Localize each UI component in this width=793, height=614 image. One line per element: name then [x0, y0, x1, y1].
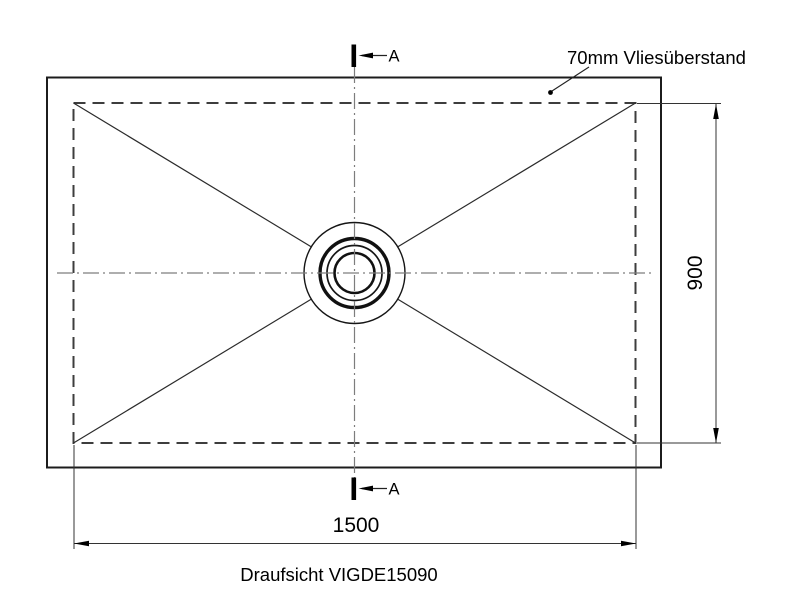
drawing-title: Draufsicht VIGDE15090 — [240, 564, 437, 585]
section-cut-bar-top — [351, 44, 357, 67]
dim-width-arrowhead-right — [621, 540, 636, 547]
section-label-bottom: A — [389, 481, 400, 499]
section-label-top: A — [389, 48, 400, 66]
callout-leader-dot — [548, 90, 553, 95]
section-cut-bar-bottom — [351, 477, 357, 500]
callout-leader-line — [551, 66, 590, 92]
section-arrowhead-top — [358, 52, 373, 59]
dim-height-value: 900 — [684, 255, 707, 290]
slope-diagonal-top-right — [354, 102, 636, 274]
dim-height-arrowhead-top — [713, 104, 719, 119]
section-arrowhead-bottom — [358, 485, 373, 492]
dim-width-arrowhead-left — [74, 540, 89, 547]
dim-height-arrowhead-bottom — [713, 428, 719, 443]
callout-label: 70mm Vliesüberstand — [567, 47, 746, 68]
slope-diagonal-bottom-right — [354, 272, 636, 444]
slope-diagonal-bottom-left — [73, 272, 355, 444]
dim-width-value: 1500 — [333, 514, 380, 537]
slope-diagonal-top-left — [73, 102, 355, 274]
